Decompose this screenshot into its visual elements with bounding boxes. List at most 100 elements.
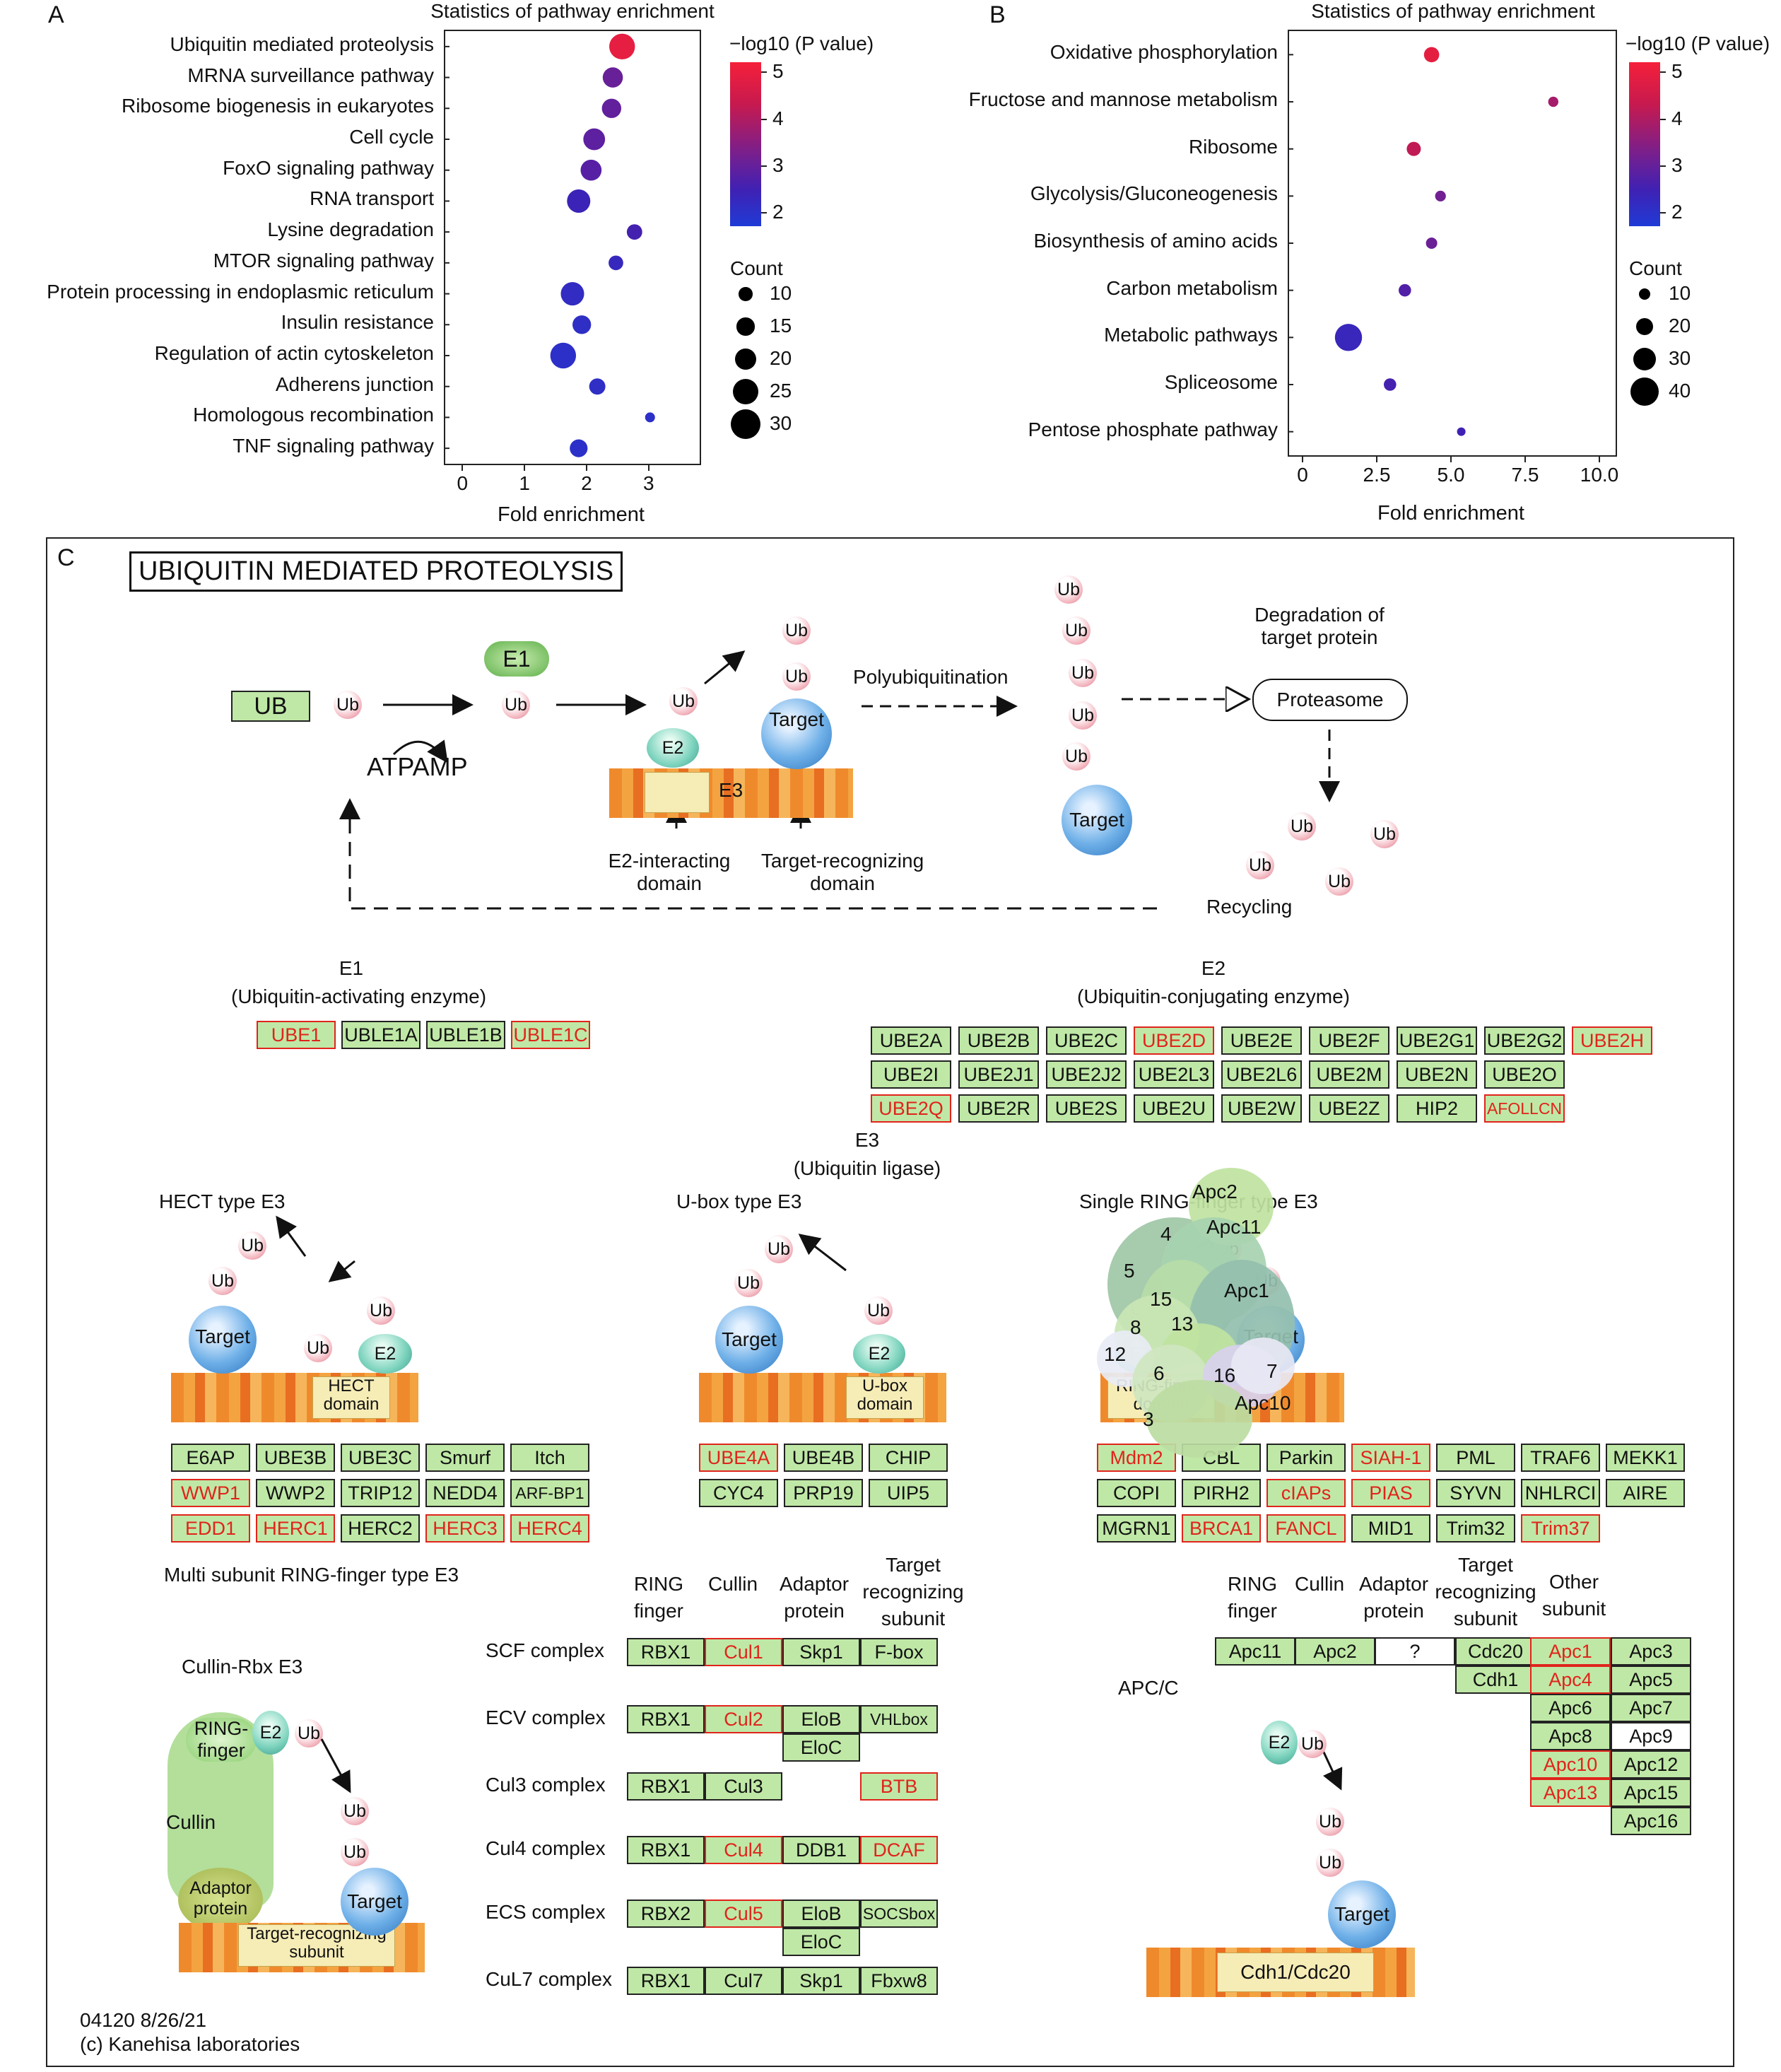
gene-box[interactable]: cIAPs <box>1266 1479 1346 1507</box>
gene-box[interactable]: VHLbox <box>860 1705 938 1733</box>
gene-box[interactable]: UBE2C <box>1046 1026 1127 1055</box>
gene-box[interactable]: Cul5 <box>705 1900 782 1928</box>
gene-box[interactable]: UBE2H <box>1572 1026 1652 1055</box>
gene-box[interactable]: UBE1 <box>257 1021 336 1049</box>
gene-box[interactable]: UBE2J2 <box>1046 1060 1127 1089</box>
gene-box[interactable]: F-box <box>860 1638 938 1666</box>
gene-box[interactable]: UBLE1C <box>511 1021 590 1049</box>
gene-box[interactable]: RBX1 <box>627 1836 705 1864</box>
gene-box[interactable]: RBX1 <box>627 1638 705 1666</box>
gene-box[interactable]: UBE2A <box>871 1026 951 1055</box>
gene-box[interactable]: RBX2 <box>627 1900 705 1928</box>
gene-box[interactable]: UBE2W <box>1221 1094 1302 1123</box>
gene-box[interactable]: UBLE1A <box>341 1021 421 1049</box>
gene-box[interactable]: UBE2O <box>1484 1060 1565 1089</box>
gene-box[interactable]: HERC3 <box>425 1514 505 1543</box>
gene-box[interactable]: HERC4 <box>510 1514 589 1543</box>
gene-box[interactable]: Apc15 <box>1611 1779 1691 1807</box>
gene-box[interactable]: Cul7 <box>705 1967 782 1995</box>
gene-box[interactable]: UIP5 <box>869 1479 948 1507</box>
gene-box[interactable]: Apc9 <box>1611 1722 1691 1750</box>
gene-box[interactable]: UBE2U <box>1134 1094 1214 1123</box>
gene-box[interactable]: EloB <box>782 1900 860 1928</box>
gene-box[interactable]: Apc11 <box>1215 1637 1295 1666</box>
gene-box[interactable]: Apc6 <box>1530 1694 1611 1722</box>
gene-box[interactable]: TRAF6 <box>1521 1444 1600 1472</box>
gene-box[interactable]: ? <box>1375 1637 1455 1666</box>
gene-box[interactable]: Apc5 <box>1611 1666 1691 1694</box>
gene-box[interactable]: Cdh1 <box>1455 1666 1536 1694</box>
gene-box[interactable]: Cul3 <box>705 1772 782 1801</box>
gene-box[interactable]: Apc10 <box>1530 1750 1611 1779</box>
gene-box[interactable]: Apc12 <box>1611 1750 1691 1779</box>
gene-box[interactable]: Itch <box>510 1444 589 1472</box>
gene-box[interactable]: Cul2 <box>705 1705 782 1733</box>
proteasome-node[interactable]: Proteasome <box>1252 679 1408 721</box>
gene-box[interactable]: NHLRCI <box>1521 1479 1600 1507</box>
gene-box[interactable]: Apc8 <box>1530 1722 1611 1750</box>
gene-box[interactable]: CHIP <box>869 1444 948 1472</box>
gene-box[interactable]: PRP19 <box>784 1479 863 1507</box>
gene-box[interactable]: UBE2L6 <box>1221 1060 1302 1089</box>
gene-box[interactable]: UBE2Z <box>1309 1094 1389 1123</box>
gene-box[interactable]: SYVN <box>1436 1479 1515 1507</box>
gene-box[interactable]: Skp1 <box>782 1967 860 1995</box>
gene-box[interactable]: Apc1 <box>1530 1637 1611 1666</box>
gene-box[interactable]: Apc16 <box>1611 1807 1691 1835</box>
gene-box[interactable]: MGRN1 <box>1097 1514 1176 1543</box>
gene-box[interactable]: PIAS <box>1351 1479 1430 1507</box>
gene-box[interactable]: UBE3B <box>256 1444 335 1472</box>
gene-box[interactable]: CYC4 <box>699 1479 778 1507</box>
gene-box[interactable]: RBX1 <box>627 1772 705 1801</box>
gene-box[interactable]: Parkin <box>1266 1444 1346 1472</box>
gene-box[interactable]: UBE2G1 <box>1397 1026 1477 1055</box>
gene-box[interactable]: HIP2 <box>1397 1094 1477 1123</box>
gene-box[interactable]: UBE2B <box>958 1026 1039 1055</box>
gene-box[interactable]: ARF-BP1 <box>510 1479 589 1507</box>
gene-box[interactable]: HERC2 <box>341 1514 420 1543</box>
gene-box[interactable]: NEDD4 <box>425 1479 505 1507</box>
gene-box[interactable]: Smurf <box>425 1444 505 1472</box>
gene-box[interactable]: EloC <box>782 1928 860 1956</box>
gene-box[interactable]: WWP1 <box>171 1479 250 1507</box>
gene-box[interactable]: WWP2 <box>256 1479 335 1507</box>
gene-box[interactable]: UBE3C <box>341 1444 420 1472</box>
gene-box[interactable]: Skp1 <box>782 1638 860 1666</box>
gene-box[interactable]: SOCSbox <box>860 1900 938 1928</box>
gene-box[interactable]: Fbxw8 <box>860 1967 938 1995</box>
gene-box[interactable]: BRCA1 <box>1182 1514 1261 1543</box>
gene-box[interactable]: UBE2G2 <box>1484 1026 1565 1055</box>
gene-box[interactable]: UBE2S <box>1046 1094 1127 1123</box>
gene-box[interactable]: UBE2Q <box>871 1094 951 1123</box>
gene-box[interactable]: UBE2I <box>871 1060 951 1089</box>
gene-box[interactable]: HERC1 <box>256 1514 335 1543</box>
gene-box[interactable]: MEKK1 <box>1606 1444 1685 1472</box>
gene-box[interactable]: DDB1 <box>782 1836 860 1864</box>
gene-box[interactable]: Apc13 <box>1530 1779 1611 1807</box>
gene-box[interactable]: UBE2N <box>1397 1060 1477 1089</box>
gene-box[interactable]: EloC <box>782 1733 860 1762</box>
gene-box[interactable]: Trim32 <box>1436 1514 1515 1543</box>
gene-box[interactable]: UBLE1B <box>426 1021 505 1049</box>
gene-box[interactable]: COPI <box>1097 1479 1176 1507</box>
gene-box[interactable]: Trim37 <box>1521 1514 1600 1543</box>
gene-box[interactable]: DCAF <box>860 1836 938 1864</box>
gene-box[interactable]: MID1 <box>1351 1514 1430 1543</box>
gene-box[interactable]: Cul4 <box>705 1836 782 1864</box>
gene-box[interactable]: EDD1 <box>171 1514 250 1543</box>
gene-box[interactable]: AIRE <box>1606 1479 1685 1507</box>
gene-box[interactable]: UBE2L3 <box>1134 1060 1214 1089</box>
gene-box[interactable]: UBE2M <box>1309 1060 1389 1089</box>
gene-box[interactable]: PIRH2 <box>1182 1479 1261 1507</box>
gene-box[interactable]: TRIP12 <box>341 1479 420 1507</box>
gene-box[interactable]: Mdm2 <box>1097 1444 1176 1472</box>
gene-box[interactable]: RBX1 <box>627 1967 705 1995</box>
gene-box[interactable]: UBE2J1 <box>958 1060 1039 1089</box>
gene-box[interactable]: RBX1 <box>627 1705 705 1733</box>
gene-box[interactable]: Apc2 <box>1295 1637 1375 1666</box>
gene-box[interactable]: SIAH-1 <box>1351 1444 1430 1472</box>
gene-box[interactable]: Cul1 <box>705 1638 782 1666</box>
gene-box[interactable]: BTB <box>860 1772 938 1801</box>
ub-gene-box[interactable]: UB <box>231 691 310 722</box>
gene-box[interactable]: AFOLLCN <box>1484 1094 1565 1123</box>
